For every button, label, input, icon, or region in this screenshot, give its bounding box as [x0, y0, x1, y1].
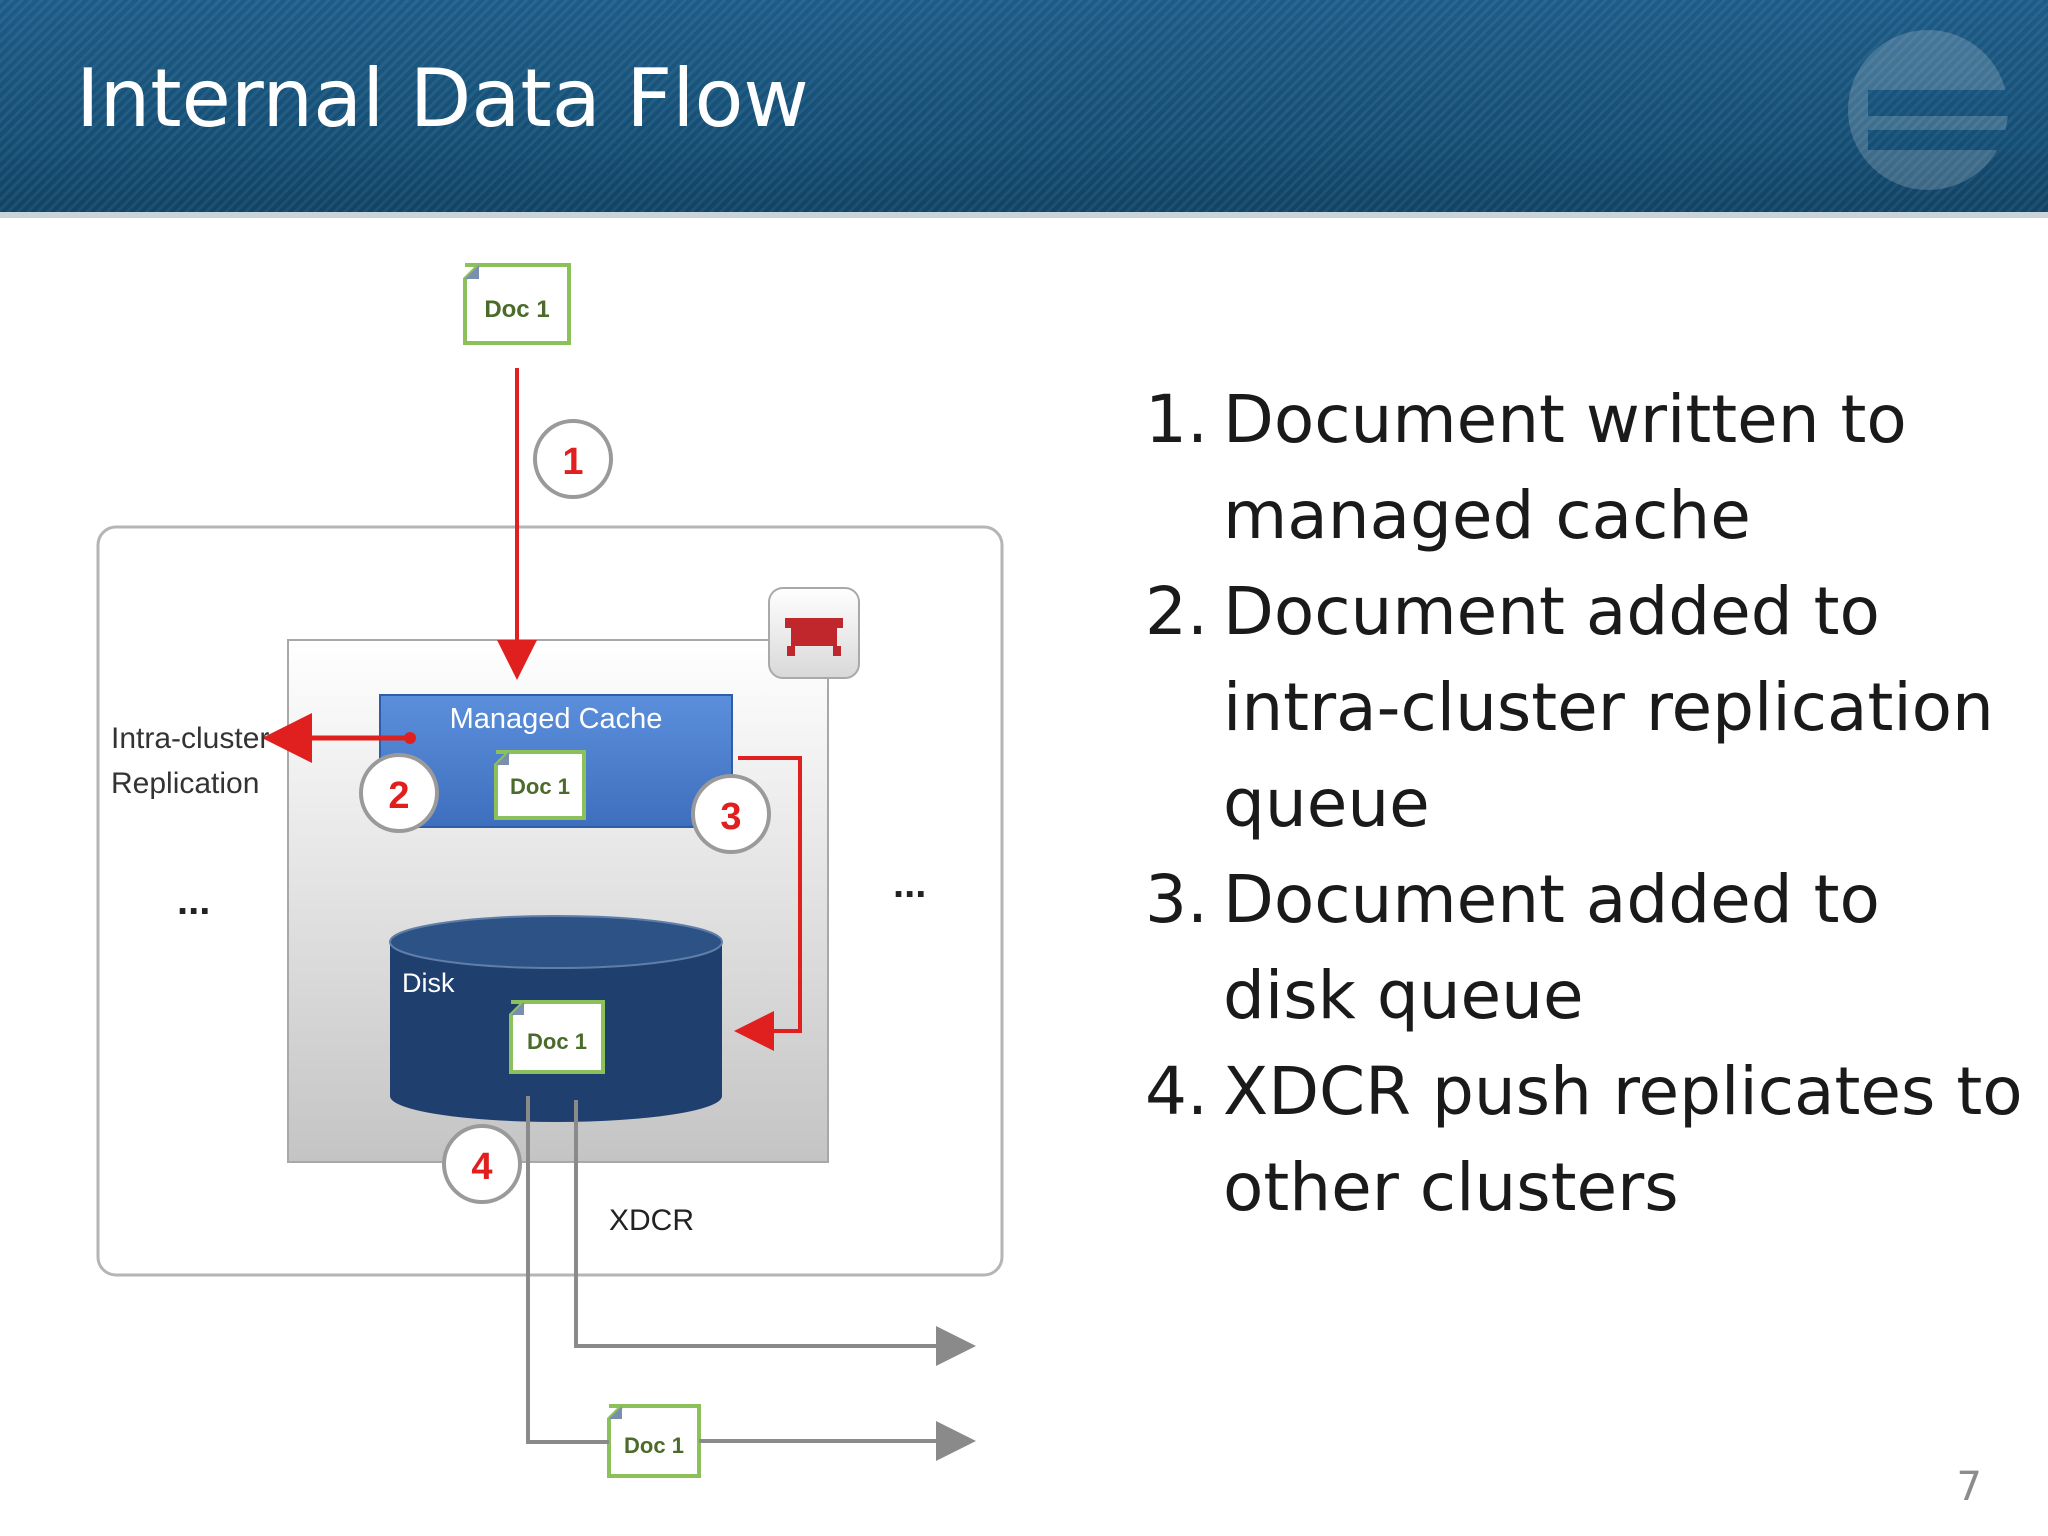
marker-3: 3 — [691, 774, 771, 854]
ellipsis-right: ... — [893, 862, 926, 906]
replication-label: Replication — [111, 767, 259, 800]
svg-text:Doc 1: Doc 1 — [484, 296, 549, 323]
doc-in-cache: Doc 1 — [494, 750, 586, 820]
slide-title: Internal Data Flow — [76, 52, 809, 145]
couchbase-logo-watermark — [1848, 30, 2048, 190]
xdcr-label: XDCR — [609, 1204, 694, 1237]
disk-label: Disk — [402, 968, 455, 998]
doc-incoming: Doc 1 — [463, 263, 571, 345]
couchdb-sofa-icon — [768, 587, 860, 679]
step-3: 3. Document added to disk queue — [1145, 861, 1880, 1034]
svg-text:4: 4 — [471, 1146, 492, 1188]
intra-cluster-label: Intra-cluster — [111, 722, 269, 755]
xdcr-line-2 — [526, 1096, 609, 1444]
svg-text:Doc 1: Doc 1 — [510, 774, 570, 799]
page-number: 7 — [1956, 1464, 1982, 1510]
doc-replicated: Doc 1 — [607, 1404, 701, 1478]
svg-text:1: 1 — [562, 441, 583, 483]
arrow-disk-queue — [734, 756, 802, 1051]
marker-1: 1 — [533, 419, 613, 499]
step-4: 4. XDCR push replicates to other cluster… — [1145, 1053, 2023, 1226]
marker-2: 2 — [359, 753, 439, 833]
managed-cache-label: Managed Cache — [450, 703, 663, 735]
slide-header: Internal Data Flow — [0, 0, 2048, 218]
marker-4: 4 — [442, 1124, 522, 1204]
steps-list: 1. Document written to managed cache 2. … — [1145, 372, 2025, 1236]
doc-in-disk: Doc 1 — [509, 1000, 605, 1074]
step-2: 2. Document added to intra-cluster repli… — [1145, 573, 1994, 842]
step-1: 1. Document written to managed cache — [1145, 381, 1907, 554]
svg-text:2: 2 — [388, 775, 409, 817]
internal-data-flow-diagram: Managed Cache Disk Doc 1 Doc 1 Doc 1 Doc… — [96, 263, 1004, 1478]
xdcr-line-1 — [574, 1100, 976, 1366]
svg-text:3: 3 — [720, 796, 741, 838]
ellipsis-left: ... — [177, 879, 210, 923]
svg-text:Doc 1: Doc 1 — [624, 1433, 684, 1458]
svg-text:Doc 1: Doc 1 — [527, 1029, 587, 1054]
